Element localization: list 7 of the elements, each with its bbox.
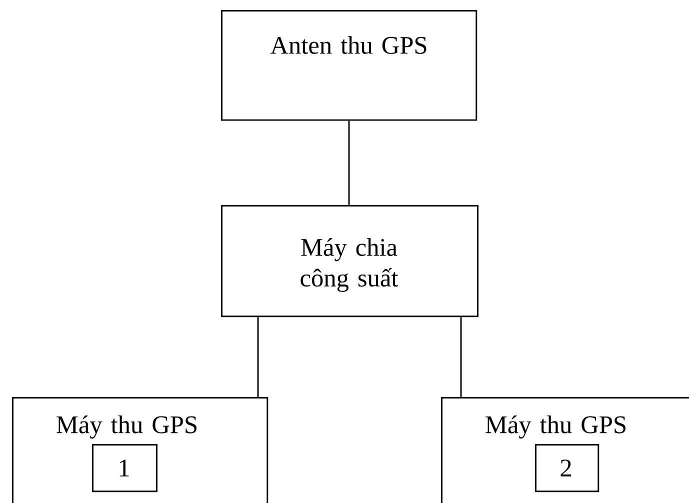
block-box: Anten thu GPS (221, 10, 478, 121)
connector-line (257, 317, 259, 397)
number-box: 1 (92, 444, 158, 492)
number-box: 2 (535, 444, 600, 492)
block-box: Máy chia công suất (221, 205, 478, 318)
connector-line (348, 120, 350, 205)
connector-line (460, 317, 462, 397)
